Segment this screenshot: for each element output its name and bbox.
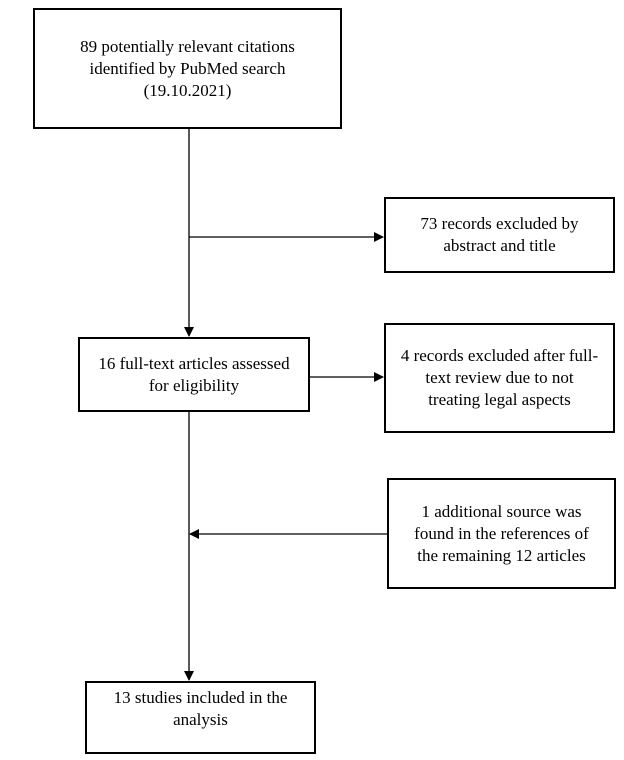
additional-source-text: 1 additional source was found in the ref… bbox=[414, 501, 589, 565]
excluded-abstract-text: 73 records excluded by abstract and titl… bbox=[420, 214, 579, 255]
fulltext-assessed-box: 16 full-text articles assessed for eligi… bbox=[78, 337, 310, 412]
fulltext-assessed-text: 16 full-text articles assessed for eligi… bbox=[98, 353, 290, 395]
included-studies-text: 13 studies included in the analysis bbox=[113, 688, 288, 729]
search-box: 89 potentially relevant citations identi… bbox=[33, 8, 342, 129]
additional-source-box: 1 additional source was found in the ref… bbox=[387, 478, 616, 589]
search-text: 89 potentially relevant citations identi… bbox=[80, 36, 295, 100]
excluded-abstract-box: 73 records excluded by abstract and titl… bbox=[384, 197, 615, 273]
excluded-fulltext-text: 4 records excluded after full- text revi… bbox=[400, 346, 599, 409]
excluded-fulltext-box: 4 records excluded after full- text revi… bbox=[384, 323, 615, 433]
included-studies-box: 13 studies included in the analysis bbox=[85, 681, 316, 754]
